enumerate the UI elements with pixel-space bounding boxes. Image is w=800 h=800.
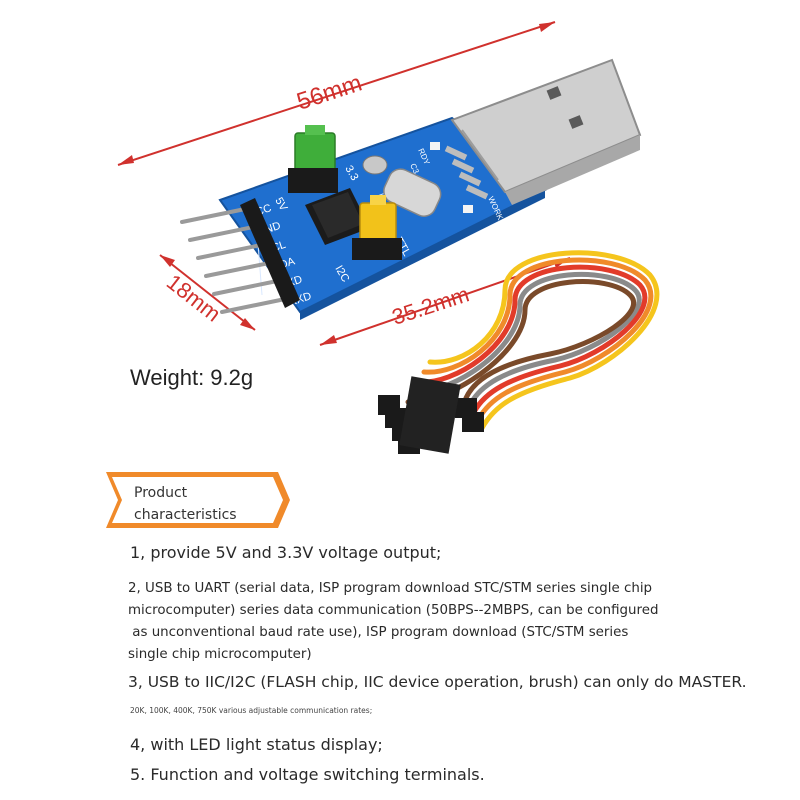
feature-2-line2: microcomputer) series data communication…	[128, 603, 659, 618]
weight-label: Weight: 9.2g	[130, 365, 254, 390]
feature-5: 5. Function and voltage switching termin…	[130, 765, 485, 784]
yellow-jumper	[352, 195, 402, 260]
usb-contacts	[444, 145, 489, 200]
main-chip	[305, 188, 370, 245]
header-pins	[180, 206, 292, 314]
product-illustration: 56mm 18mm 35.2mm VCC GND SCL SDA TXD RXD…	[117, 21, 660, 454]
dupont-connectors	[378, 376, 484, 454]
feature-2-line4: single chip microcomputer)	[128, 647, 312, 662]
feature-4: 4, with LED light status display;	[130, 735, 383, 754]
feature-1: 1, provide 5V and 3.3V voltage output;	[130, 543, 442, 562]
section-title-line1: Product	[134, 485, 188, 501]
feature-2-line3: as unconventional baud rate use), ISP pr…	[128, 625, 629, 640]
led-work	[463, 205, 473, 213]
header-housing	[240, 198, 300, 308]
usb-connector	[450, 58, 642, 205]
section-badge	[106, 472, 290, 528]
green-jumper	[288, 125, 338, 193]
dupont-cable	[405, 250, 660, 431]
section-title: Product characteristics	[134, 482, 264, 526]
led-rdy	[430, 142, 440, 150]
feature-3-rates: 20K, 100K, 400K, 750K various adjustable…	[130, 706, 373, 715]
dimension-35mm-label: 35.2mm	[389, 281, 472, 329]
section-title-line2: characteristics	[134, 507, 237, 523]
crystal-oscillator	[383, 168, 442, 217]
dimension-56mm-label: 56mm	[294, 69, 366, 115]
feature-3: 3, USB to IIC/I2C (FLASH chip, IIC devic…	[128, 673, 747, 691]
capacitor	[362, 155, 388, 175]
dimension-18mm: 18mm	[159, 254, 256, 331]
feature-2: 2, USB to UART (serial data, ISP program…	[128, 578, 659, 666]
feature-2-line1: 2, USB to UART (serial data, ISP program…	[128, 581, 653, 596]
